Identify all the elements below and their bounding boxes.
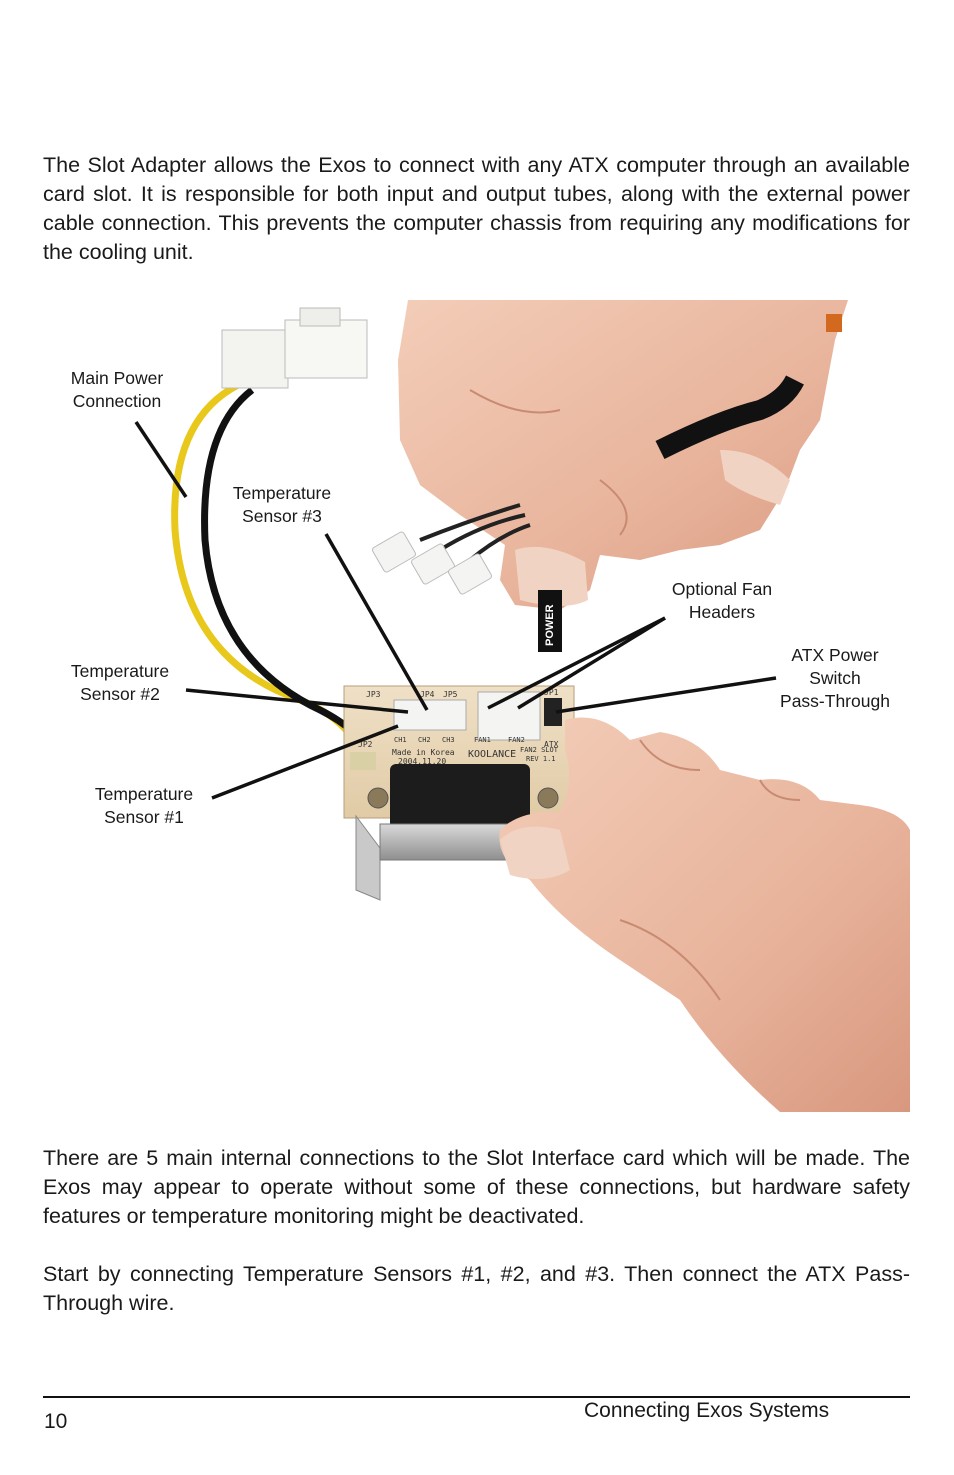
slot-adapter-photo: POWER JP3 JP4 JP5 JP1 JP2 CH1 CH2 <box>0 300 954 1112</box>
intro-paragraph: The Slot Adapter allows the Exos to conn… <box>43 153 910 264</box>
label-fan2: FAN2 <box>508 736 525 744</box>
instructions-paragraph: Start by connecting Temperature Sensors … <box>43 1262 910 1315</box>
label-ch2: CH2 <box>418 736 431 744</box>
callout-temp-sensor-3: Temperature Sensor #3 <box>232 483 332 526</box>
label-made-in: Made in Korea <box>392 748 455 757</box>
footer-divider <box>43 1396 910 1398</box>
label-ch1: CH1 <box>394 736 407 744</box>
label-jp4: JP4 <box>420 690 435 699</box>
callout-temp-sensor-1: Temperature Sensor #1 <box>94 784 194 827</box>
label-ch3: CH3 <box>442 736 455 744</box>
callout-atx-switch: ATX Power Switch Pass-Through <box>780 645 890 711</box>
label-jp3: JP3 <box>366 690 381 699</box>
page-number: 10 <box>44 1410 68 1433</box>
label-rev: REV 1.1 <box>526 755 556 763</box>
main-power-cable <box>171 307 376 760</box>
callout-fan-headers: Optional Fan Headers <box>671 579 773 622</box>
label-atx: ATX <box>544 740 559 749</box>
label-fan1: FAN1 <box>474 736 491 744</box>
callout-main-power: Main Power Connection <box>70 368 164 411</box>
footer-section-title: Connecting Exos Systems <box>584 1399 830 1422</box>
callout-leader-lines <box>134 421 777 800</box>
wire-bundle <box>655 375 804 459</box>
power-tag: POWER <box>538 590 562 652</box>
sensor-connectors <box>372 503 531 595</box>
label-jp2: JP2 <box>358 740 373 749</box>
label-jp5: JP5 <box>443 690 458 699</box>
orange-connector <box>826 314 842 332</box>
lower-hand <box>499 717 910 1112</box>
label-brand: KOOLANCE <box>468 749 516 760</box>
label-model: FAN2 SLOT <box>520 746 559 754</box>
connections-paragraph: There are 5 main internal connections to… <box>43 1146 910 1228</box>
label-atx-top: JP1 <box>544 688 559 697</box>
power-tag-label: POWER <box>544 604 556 646</box>
label-date: 2004.11.20 <box>398 757 446 766</box>
callout-temp-sensor-2: Temperature Sensor #2 <box>70 661 170 704</box>
slot-adapter-illustration: POWER JP3 JP4 JP5 JP1 JP2 CH1 CH2 <box>134 300 910 1112</box>
